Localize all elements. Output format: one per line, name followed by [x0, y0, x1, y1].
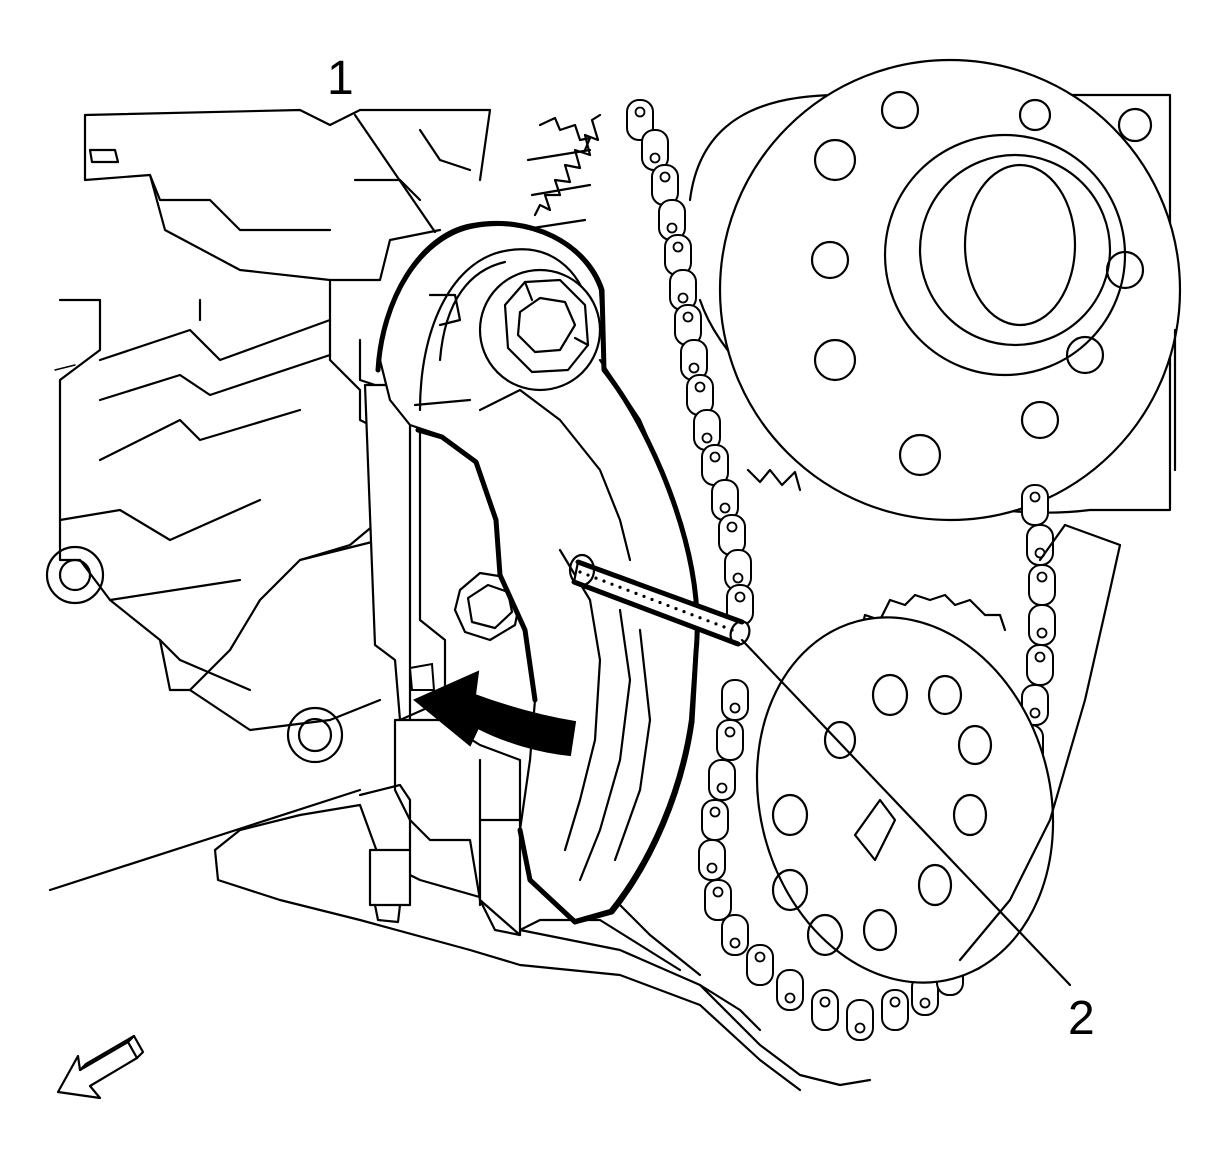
pin-stipple [658, 600, 662, 605]
tensioner-body [358, 338, 522, 937]
chain-pin [1029, 707, 1041, 719]
chain-pin [726, 521, 738, 533]
chain-link [658, 199, 686, 241]
chain-link [680, 339, 708, 381]
chain-pin [784, 992, 796, 1004]
chain-link [718, 514, 746, 556]
chain-pin [634, 106, 646, 118]
chain-link [721, 679, 749, 721]
chain-pin [1029, 491, 1041, 503]
chain-pin [734, 591, 746, 603]
pin-stipple [618, 585, 622, 589]
chain-pin [889, 996, 901, 1008]
pin-stipple [610, 582, 614, 586]
chain-link [846, 999, 874, 1041]
locking-pin [568, 553, 751, 647]
chain-pin [709, 806, 721, 818]
chain-link [693, 409, 721, 451]
camshaft-sprocket [688, 58, 1182, 522]
chain-pin [732, 572, 744, 584]
chain-pin [701, 432, 713, 444]
chain-link [1026, 644, 1054, 686]
chain-pin [709, 451, 721, 463]
chain-pin [672, 241, 684, 253]
chain-link [711, 479, 739, 521]
pin-stipple [578, 570, 582, 574]
pin-stipple [698, 616, 702, 620]
chain-link [698, 839, 726, 881]
chain-link [881, 989, 909, 1031]
chain-link [746, 944, 774, 986]
chain-pin [854, 1022, 866, 1034]
front-direction-arrow-icon [56, 1034, 145, 1100]
chain-pin [649, 152, 661, 164]
chain-pin [724, 726, 736, 738]
pin-stipple [594, 576, 598, 580]
pin-stipple [722, 625, 726, 629]
chain-link [708, 759, 736, 801]
chain-pin [754, 951, 766, 963]
chain-link [701, 799, 729, 841]
tensioner-arm [375, 220, 700, 925]
chain-link [704, 879, 732, 921]
chain-link [669, 269, 697, 311]
chain-pin [666, 222, 678, 234]
chain-link [664, 234, 692, 276]
chain-link [716, 719, 744, 761]
chain-pin [1036, 627, 1048, 639]
pin-stipple [682, 610, 686, 614]
pin-stipple [602, 579, 606, 583]
chain-link [626, 99, 654, 141]
chain-pin [1036, 571, 1048, 583]
chain-pin [712, 886, 724, 898]
pin-stipple [626, 588, 630, 592]
chain-link [674, 304, 702, 346]
chain-pin [729, 702, 741, 714]
chain-pin [716, 782, 728, 794]
chain-pin [688, 362, 700, 374]
chain-link [686, 374, 714, 416]
crankshaft-sprocket [755, 593, 1055, 984]
chain-pin [677, 292, 689, 304]
chain-link [811, 989, 839, 1031]
pin-stipple [666, 603, 670, 608]
chain-pin [682, 311, 694, 323]
chain-link [1028, 604, 1056, 646]
block-bolt-holes [45, 545, 344, 764]
callout-label-1: 1 [327, 52, 354, 105]
pin-stipple [730, 628, 734, 632]
chain-pin [659, 171, 671, 183]
chain-pin [719, 502, 731, 514]
chain-pin [694, 381, 706, 393]
callout-label-2: 2 [1068, 992, 1095, 1045]
chain-link [776, 969, 804, 1011]
tensioner-pivot-bolt [478, 268, 602, 392]
callout-leaders [353, 113, 1072, 987]
tensioner-bolt [453, 571, 522, 642]
engine-block [48, 108, 492, 892]
ring-gear-teeth [518, 113, 802, 492]
chain-link [724, 549, 752, 591]
chain-link [1028, 564, 1056, 606]
chain-pin [729, 937, 741, 949]
chain-pin [706, 862, 718, 874]
chain-pin [819, 996, 831, 1008]
pin-stipple [650, 597, 654, 602]
curved-arrow-icon [408, 662, 577, 757]
chain-pin [1034, 651, 1046, 663]
chain-link [651, 164, 679, 206]
chain-pin [919, 997, 931, 1009]
chain-guide-right [958, 523, 1122, 962]
pin-stipple [642, 594, 646, 599]
pin-stipple [586, 573, 590, 577]
chain-link [721, 914, 749, 956]
pin-stipple [714, 622, 718, 626]
chain-link [1021, 484, 1049, 526]
pin-stipple [674, 607, 678, 611]
pin-stipple [634, 591, 638, 595]
pin-stipple [690, 613, 694, 617]
pin-stipple [706, 619, 710, 623]
